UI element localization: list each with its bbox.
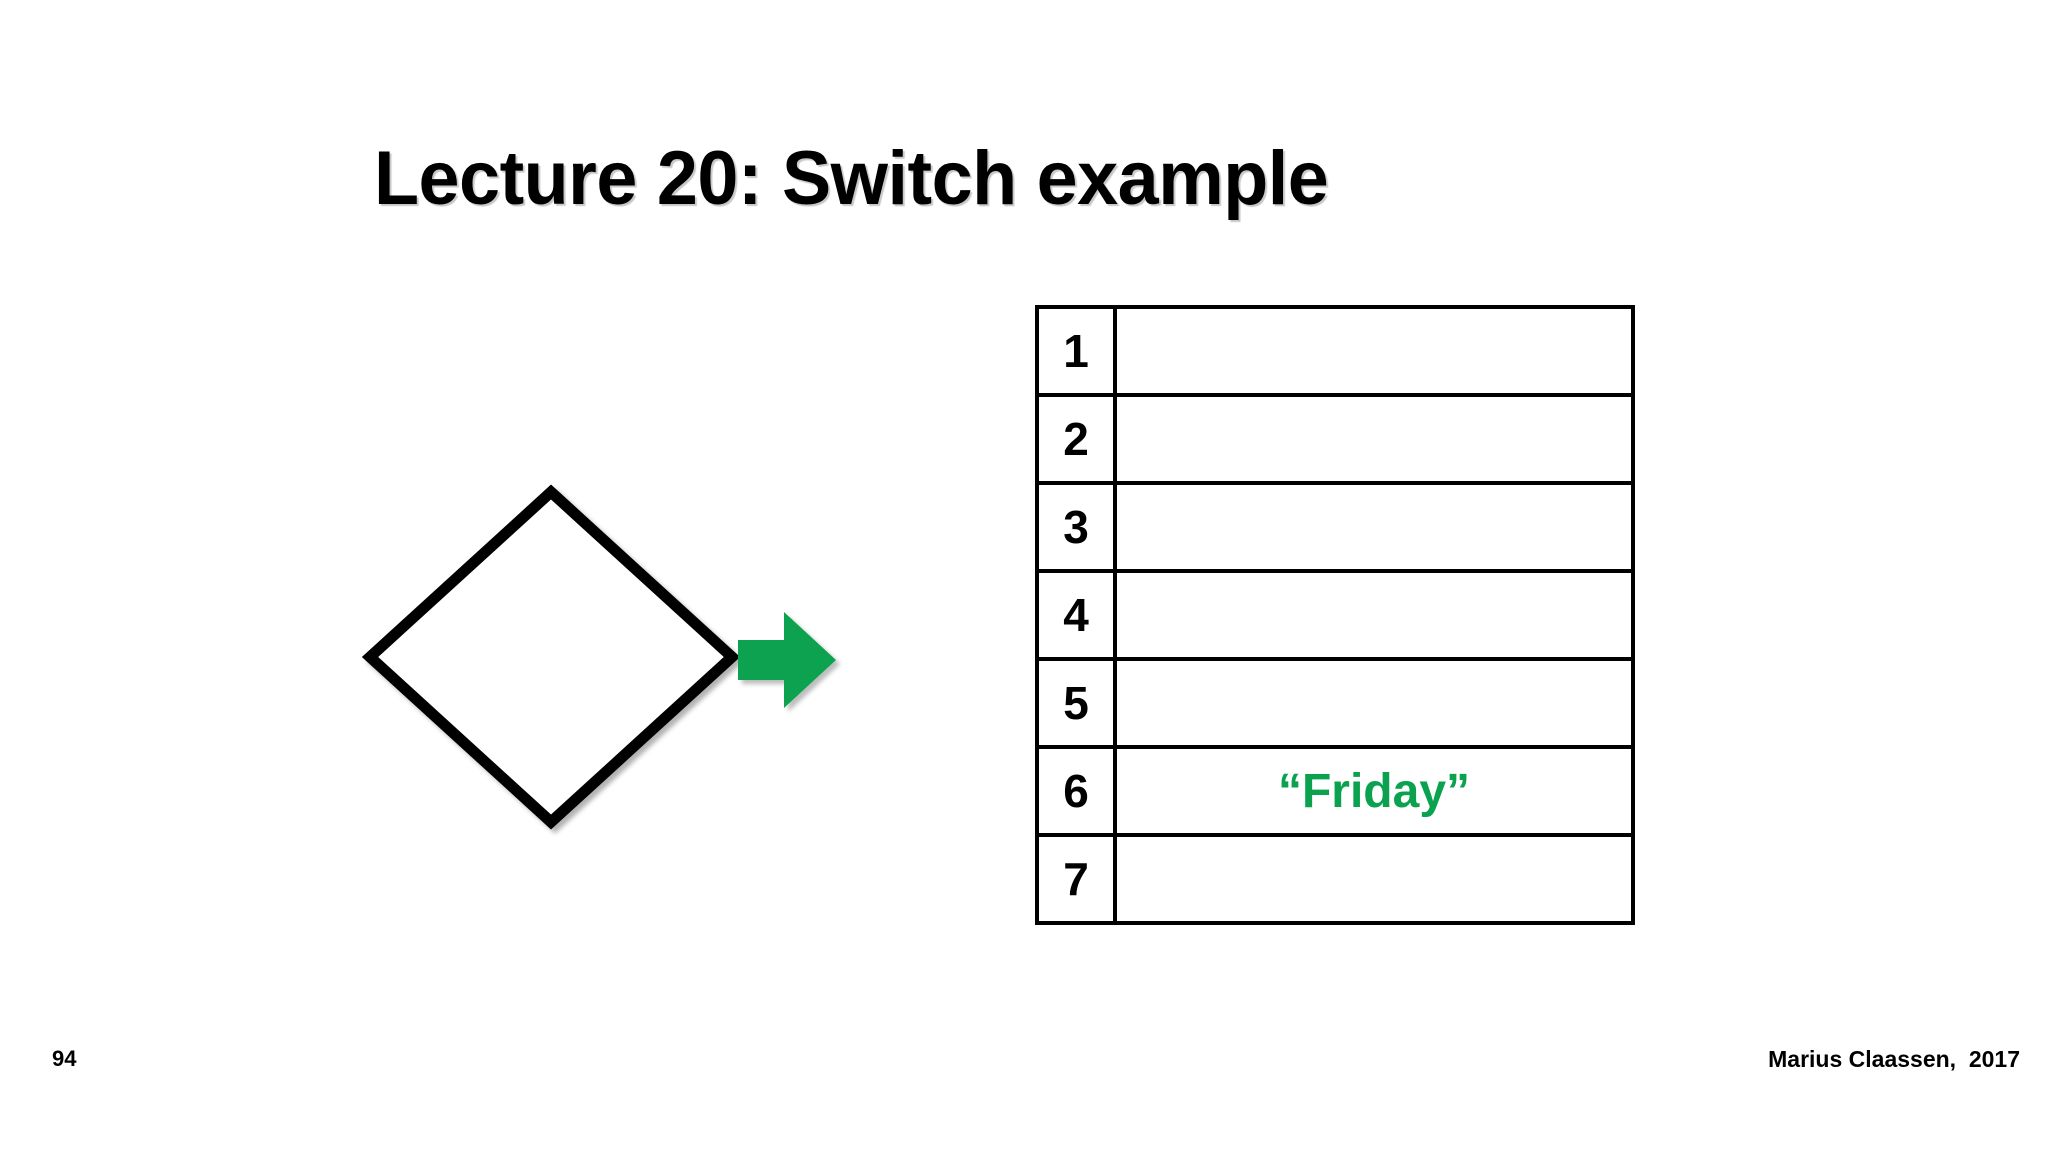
table-row: 5 xyxy=(1035,657,1635,749)
flow-arrow xyxy=(734,604,842,716)
table-row: 2 xyxy=(1035,393,1635,485)
row-index-cell: 6 xyxy=(1035,745,1117,837)
decision-diamond xyxy=(360,482,742,832)
row-value-cell xyxy=(1113,393,1635,485)
row-index-cell: 3 xyxy=(1035,481,1117,573)
row-index-cell: 1 xyxy=(1035,305,1117,397)
row-value-cell xyxy=(1113,833,1635,925)
row-index-cell: 2 xyxy=(1035,393,1117,485)
row-value-cell: “Friday” xyxy=(1113,745,1635,837)
row-value-cell xyxy=(1113,569,1635,661)
array-table-body: 1 2 3 4 5 6 “Friday” xyxy=(1035,305,1635,925)
row-index-cell: 5 xyxy=(1035,657,1117,749)
row-value-cell xyxy=(1113,657,1635,749)
table-row: 3 xyxy=(1035,481,1635,573)
arrow-right-icon xyxy=(738,612,836,708)
page-title: Lecture 20: Switch example xyxy=(374,136,1329,221)
row-index-cell: 7 xyxy=(1035,833,1117,925)
table-row: 4 xyxy=(1035,569,1635,661)
row-value-cell xyxy=(1113,305,1635,397)
table-row: 6 “Friday” xyxy=(1035,745,1635,837)
table-row: 7 xyxy=(1035,833,1635,925)
row-value-cell xyxy=(1113,481,1635,573)
page-number: 94 xyxy=(52,1046,77,1071)
decision-diamond-icon xyxy=(361,484,741,830)
array-table: 1 2 3 4 5 6 “Friday” xyxy=(1035,305,1635,925)
table-row: 1 xyxy=(1035,305,1635,397)
footer-credit: Marius Claassen, 2017 xyxy=(1768,1046,2020,1072)
row-index-cell: 4 xyxy=(1035,569,1117,661)
